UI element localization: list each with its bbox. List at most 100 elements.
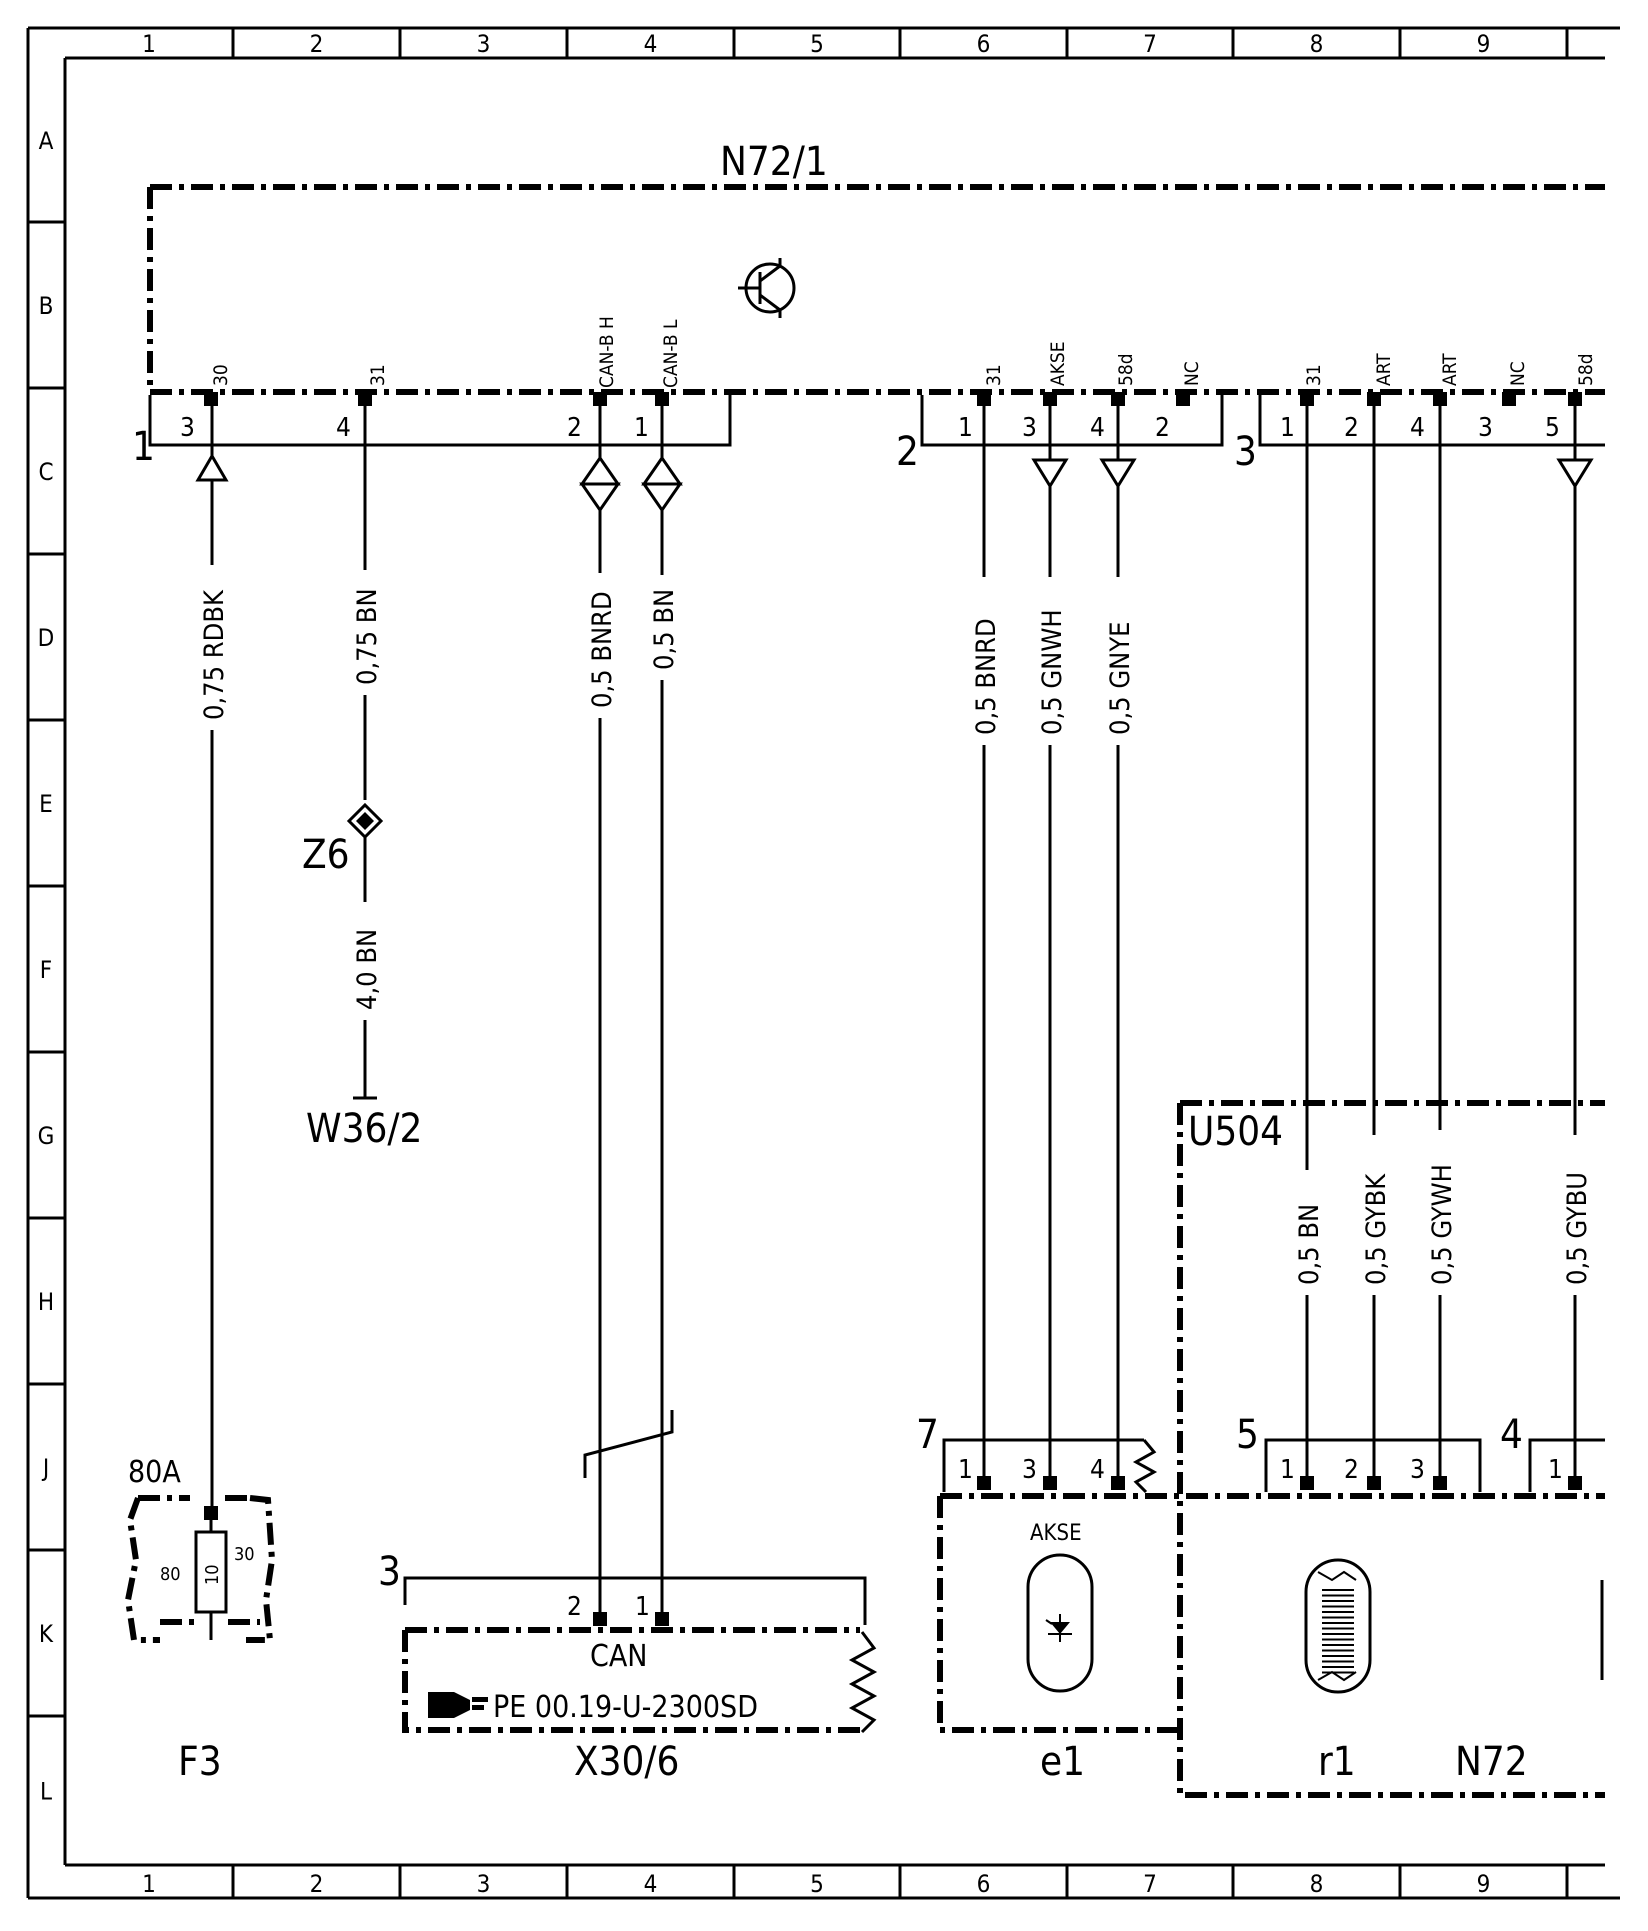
wire-31-label: 0,75 BN bbox=[352, 588, 383, 685]
column-label: 1 bbox=[142, 1870, 156, 1898]
column-label: 5 bbox=[810, 30, 824, 58]
column-label: 2 bbox=[310, 30, 324, 58]
x30-6-reference: PE 00.19-U-2300SD bbox=[493, 1690, 758, 1725]
fuse-pin-30: 30 bbox=[234, 1544, 255, 1565]
connector-2-label: 2 bbox=[896, 429, 919, 475]
c1-pin-markers bbox=[204, 392, 669, 406]
row-label: A bbox=[39, 127, 54, 155]
connector-1: 1 3 30 4 31 2 CAN-B H 1 CAN-B L bbox=[132, 316, 732, 470]
c1-pin-2: 2 bbox=[567, 413, 582, 443]
e1-label: e1 bbox=[1040, 1739, 1085, 1785]
c1-signal-31: 31 bbox=[367, 364, 389, 386]
c3-signal-31: 31 bbox=[1303, 364, 1325, 386]
e1-module: AKSE e1 bbox=[937, 1493, 1605, 1785]
c7-pin-4: 4 bbox=[1090, 1455, 1105, 1485]
break-zigzag-icon bbox=[848, 1631, 878, 1734]
column-label: 4 bbox=[644, 30, 658, 58]
column-label: 7 bbox=[1143, 1870, 1157, 1898]
x30-6-can-connector: 3 2 1 CAN PE 00.19-U-2300SD X30/6 bbox=[378, 1549, 878, 1785]
row-label: J bbox=[41, 1454, 49, 1482]
connector-4-label: 4 bbox=[1500, 1412, 1523, 1458]
c3-signal-art-1: ART bbox=[1373, 353, 1395, 386]
u504-label: U504 bbox=[1188, 1109, 1283, 1155]
wire-canbh-label: 0,5 BNRD bbox=[587, 591, 618, 708]
column-label: 7 bbox=[1143, 30, 1157, 58]
bidirectional-arrow-icon bbox=[641, 455, 683, 513]
output-arrow-icon bbox=[1556, 458, 1594, 489]
c2-signal-akse: AKSE bbox=[1047, 341, 1069, 386]
wire-canbh: 0,5 BNRD bbox=[579, 406, 621, 1615]
wire-c2-akse: 0,5 GNWH bbox=[1031, 406, 1069, 1476]
column-label: 9 bbox=[1477, 30, 1491, 58]
column-label: 8 bbox=[1310, 30, 1324, 58]
column-label: 6 bbox=[977, 30, 991, 58]
wire-c3-2-label: 0,5 GYBK bbox=[1361, 1173, 1392, 1285]
break-zigzag-icon bbox=[1132, 1439, 1158, 1494]
e1-akse-label: AKSE bbox=[1030, 1521, 1082, 1546]
wire-c2-58d: 0,5 GNYE bbox=[1099, 406, 1137, 1476]
c7-pin-3: 3 bbox=[1022, 1455, 1037, 1485]
c1-pin-4: 4 bbox=[336, 413, 351, 443]
connector-7-label: 7 bbox=[916, 1412, 939, 1458]
row-label: K bbox=[39, 1620, 54, 1648]
r1-label: r1 bbox=[1318, 1739, 1356, 1785]
wire-31b-label: 4,0 BN bbox=[352, 929, 383, 1010]
z6-splice-icon bbox=[346, 802, 384, 840]
connector-7: 7 1 3 4 bbox=[916, 1412, 1158, 1494]
c3-pin-4: 4 bbox=[1410, 413, 1425, 443]
wire-c3-58d: 0,5 GYBU bbox=[1556, 406, 1594, 1476]
column-label: 3 bbox=[477, 30, 491, 58]
row-label: C bbox=[38, 458, 53, 486]
wire-c2-1-label: 0,5 BNRD bbox=[971, 618, 1002, 735]
c1-pin-3: 3 bbox=[180, 413, 195, 443]
c3-pin-5: 5 bbox=[1545, 413, 1560, 443]
c2-pin-3: 3 bbox=[1022, 413, 1037, 443]
f3-fuse-block: 80A 10 80 30 F3 bbox=[124, 1455, 276, 1785]
bidirectional-arrow-icon bbox=[579, 455, 621, 513]
n72-label: N72 bbox=[1455, 1739, 1528, 1785]
c2-signal-58d: 58d bbox=[1115, 353, 1137, 386]
twisted-pair-icon bbox=[583, 1410, 674, 1478]
x30-6-label: X30/6 bbox=[574, 1739, 679, 1785]
w36-2-label: W36/2 bbox=[306, 1106, 422, 1152]
wire-c3-4-label: 0,5 GYWH bbox=[1427, 1164, 1458, 1285]
column-label: 8 bbox=[1310, 1870, 1324, 1898]
row-label: D bbox=[38, 624, 55, 652]
c3-signal-58d: 58d bbox=[1575, 353, 1597, 386]
row-label: B bbox=[39, 292, 54, 320]
resistor-array-icon bbox=[1322, 1589, 1354, 1674]
c4-pin-1: 1 bbox=[1548, 1455, 1563, 1485]
wire-c3-1-label: 0,5 BN bbox=[1294, 1204, 1325, 1285]
wire-c2-3-label: 0,5 GNWH bbox=[1037, 609, 1068, 735]
row-label: F bbox=[40, 956, 52, 984]
c5-pin-2: 2 bbox=[1344, 1455, 1359, 1485]
c2-signal-31: 31 bbox=[983, 364, 1005, 386]
n72-1-module: N72/1 bbox=[147, 139, 1605, 395]
transistor-icon bbox=[738, 258, 796, 318]
connector-2: 2 1 31 3 AKSE 4 58d 2 NC bbox=[896, 341, 1224, 475]
c3-pin-3: 3 bbox=[1478, 413, 1493, 443]
column-label: 5 bbox=[810, 1870, 824, 1898]
wire-c3-31: 0,5 BN bbox=[1290, 406, 1326, 1476]
c7-pin-1: 1 bbox=[958, 1455, 973, 1485]
c1-signal-canbh: CAN-B H bbox=[596, 316, 618, 388]
wire-c3-art-2: 0,5 GYWH bbox=[1423, 406, 1459, 1476]
r1-sensor: r1 N72 bbox=[1304, 1558, 1528, 1785]
c5-pin-1: 1 bbox=[1280, 1455, 1295, 1485]
c3-pin-markers bbox=[1300, 392, 1582, 406]
c1-signal-30: 30 bbox=[210, 364, 232, 386]
c3-pin-1: 1 bbox=[1280, 413, 1295, 443]
output-arrow-icon bbox=[1031, 458, 1069, 489]
input-arrow-icon bbox=[195, 453, 229, 482]
c3-signal-nc: NC bbox=[1507, 361, 1529, 386]
connector-3-label: 3 bbox=[1234, 429, 1257, 475]
row-label: E bbox=[39, 790, 53, 818]
fuse-number: 10 bbox=[202, 1564, 223, 1585]
wire-c3-5-label: 0,5 GYBU bbox=[1562, 1172, 1593, 1285]
column-label: 9 bbox=[1477, 1870, 1491, 1898]
hand-pointer-icon bbox=[428, 1692, 488, 1718]
column-label: 6 bbox=[977, 1870, 991, 1898]
